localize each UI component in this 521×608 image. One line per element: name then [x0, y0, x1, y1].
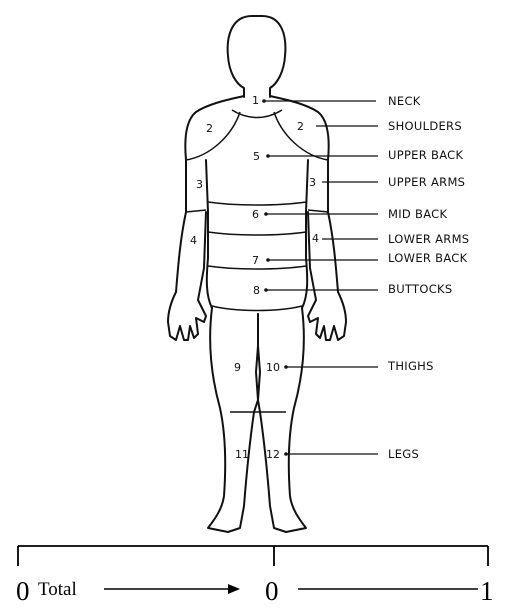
label-upper-back: UPPER BACK — [388, 148, 463, 162]
region-number-left-upper-arm: 3 — [196, 178, 203, 191]
region-number-lower-back: 7 — [252, 254, 259, 267]
region-number-mid-back: 6 — [252, 208, 259, 221]
region-number-left-shoulder: 2 — [206, 122, 213, 135]
label-shoulders: SHOULDERS — [388, 119, 462, 133]
region-number-buttocks: 8 — [253, 284, 260, 297]
label-buttocks: BUTTOCKS — [388, 282, 452, 296]
scale-middle-value: 0 — [265, 576, 279, 606]
label-mid-back: MID BACK — [388, 207, 448, 221]
body-region-numbers: 1 2 2 5 3 3 6 4 4 7 8 9 10 11 12 — [190, 94, 319, 461]
label-legs: LEGS — [388, 447, 419, 461]
region-number-neck: 1 — [252, 94, 259, 107]
region-number-right-thigh: 10 — [266, 361, 280, 374]
region-number-right-leg: 12 — [266, 448, 280, 461]
label-lower-arms: LOWER ARMS — [388, 232, 469, 246]
label-upper-arms: UPPER ARMS — [388, 175, 465, 189]
region-number-left-lower-arm: 4 — [190, 234, 197, 247]
region-number-left-leg: 11 — [235, 448, 249, 461]
scale-total-label: Total — [38, 579, 77, 600]
region-number-upper-back: 5 — [253, 150, 260, 163]
leader-lines — [262, 99, 378, 456]
region-number-right-lower-arm: 4 — [312, 232, 319, 245]
label-lower-back: LOWER BACK — [388, 251, 468, 265]
total-arrow — [104, 584, 240, 594]
region-number-right-upper-arm: 3 — [309, 176, 316, 189]
region-number-left-thigh: 9 — [234, 361, 241, 374]
total-scale: 0 Total 0 1 — [16, 546, 494, 606]
label-thighs: THIGHS — [387, 359, 434, 373]
scale-end-value: 1 — [480, 576, 494, 606]
scale-start-value: 0 — [16, 576, 30, 606]
label-neck: NECK — [388, 94, 421, 108]
region-number-right-shoulder: 2 — [297, 120, 304, 133]
region-labels: NECK SHOULDERS UPPER BACK UPPER ARMS MID… — [387, 94, 469, 461]
